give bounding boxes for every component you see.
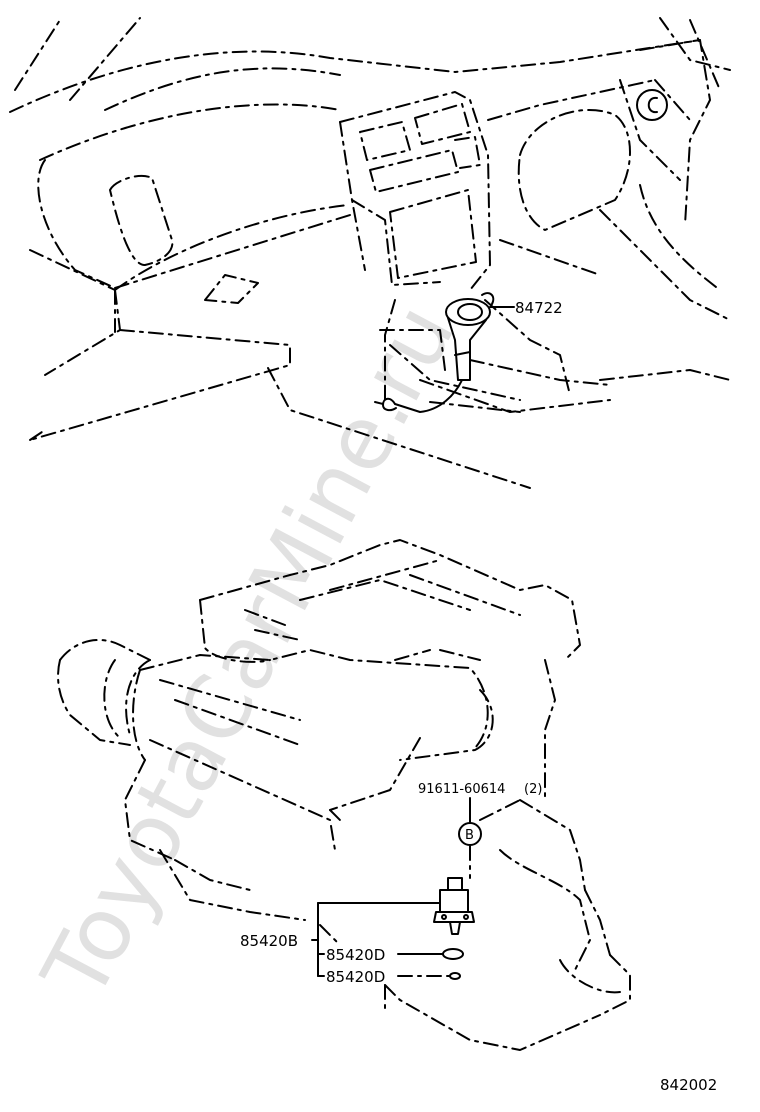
cigar-lighter-switch-part [374, 292, 495, 413]
callout-letter-b: B [465, 828, 474, 843]
part-label-85420b: 85420B [240, 932, 298, 950]
part-label-85420d-gasket: 85420D [326, 946, 385, 964]
watermark-text: ToyotaCarMine.ru [22, 288, 474, 1016]
gasket-part [442, 948, 464, 960]
sensor-assembly-part [433, 877, 475, 935]
dashboard-illustration: 84722 [9, 17, 731, 489]
part-qty-91611-60614: (2) [524, 782, 542, 797]
part-label-85420d-oring: 85420D [326, 968, 385, 986]
part-label-84722: 84722 [515, 299, 563, 317]
o-ring-part [449, 972, 461, 980]
part-label-91611-60614: 91611-60614 [418, 782, 505, 797]
drawing-number: 842002 [660, 1076, 717, 1094]
engine-illustration [57, 539, 631, 1051]
